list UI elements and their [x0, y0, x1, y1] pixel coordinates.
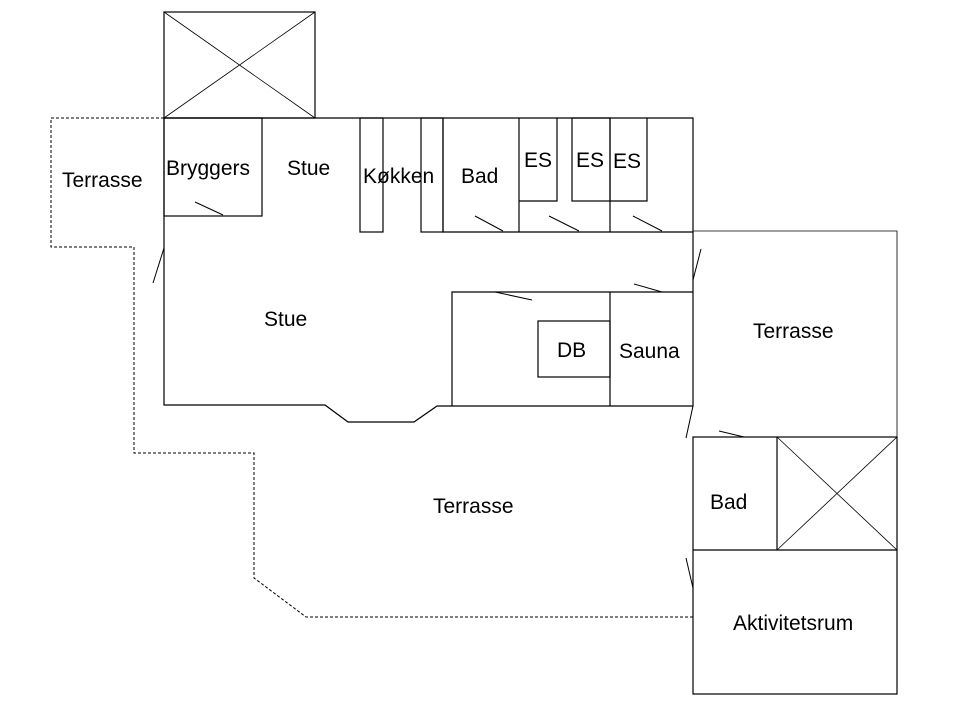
es-3-box [610, 118, 648, 202]
house-outer-wall [163, 117, 694, 423]
label-stue-top: Stue [287, 157, 330, 180]
label-es-2: ES [576, 149, 604, 172]
es-1-box [519, 118, 558, 202]
label-terrasse-west: Terrasse [62, 169, 143, 192]
terrace-west-outline [50, 117, 693, 618]
bryggers-room [163, 117, 263, 217]
terrace-east-outline [693, 230, 898, 437]
label-bryggers: Bryggers [166, 157, 250, 180]
label-sauna: Sauna [619, 340, 680, 363]
skylight-box-east [776, 436, 898, 551]
label-es-3: ES [613, 150, 641, 173]
label-bad-top: Bad [461, 165, 498, 188]
label-terrasse-south: Terrasse [433, 495, 514, 518]
sauna-block [451, 291, 693, 406]
label-stue-main: Stue [264, 308, 307, 331]
label-aktivitetsrum: Aktivitetsrum [733, 612, 853, 635]
annex-outline [692, 436, 898, 695]
label-bad-lower: Bad [710, 491, 747, 514]
label-kokken: Køkken [363, 165, 434, 188]
kitchen-counter-1 [359, 117, 384, 233]
door-swings [152, 201, 745, 589]
label-db: DB [557, 339, 586, 362]
skylight-box-top [163, 11, 316, 119]
db-box [537, 320, 611, 378]
label-es-1: ES [524, 149, 552, 172]
label-terrasse-east: Terrasse [753, 320, 834, 343]
